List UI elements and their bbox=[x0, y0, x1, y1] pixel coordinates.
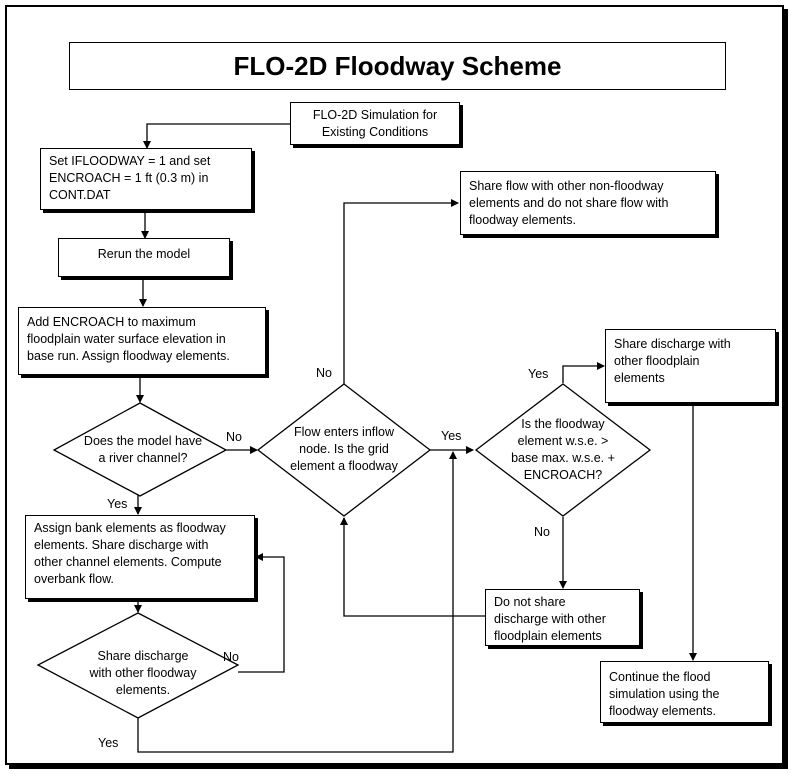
box-rerun: Rerun the model bbox=[58, 238, 230, 277]
label-flow-yes: Yes bbox=[441, 429, 462, 443]
arrow-flow-no bbox=[343, 199, 459, 384]
label-wse-yes: Yes bbox=[528, 367, 549, 381]
arrow-sim-to-set bbox=[143, 123, 290, 149]
arrow-wse-yes bbox=[562, 362, 605, 383]
box-share-flow: Share flow with other non-floodway eleme… bbox=[460, 171, 716, 235]
label-river-yes: Yes bbox=[107, 497, 128, 511]
box-assign-bank: Assign bank elements as floodway element… bbox=[25, 515, 255, 599]
decision-flow-enters bbox=[256, 383, 432, 517]
decision-wse bbox=[474, 383, 652, 517]
box-simulation: FLO-2D Simulation for Existing Condition… bbox=[290, 102, 460, 145]
decision-river-channel bbox=[52, 402, 228, 497]
arrow-share-no bbox=[238, 553, 285, 673]
label-river-no: No bbox=[226, 430, 242, 444]
decision-wse-text: Is the floodway element w.s.e. > base ma… bbox=[511, 417, 615, 482]
arrow-donotshare-back bbox=[340, 517, 485, 617]
label-flow-no: No bbox=[316, 366, 332, 380]
box-continue: Continue the flood simulation using the … bbox=[600, 661, 769, 723]
label-share-yes: Yes bbox=[98, 736, 119, 750]
decision-share-floodway-text: Share discharge with other floodway elem… bbox=[89, 649, 197, 697]
label-share-no: No bbox=[223, 650, 239, 664]
page-title: FLO-2D Floodway Scheme bbox=[69, 42, 726, 90]
box-add-encroach: Add ENCROACH to maximum floodplain water… bbox=[18, 307, 266, 375]
decision-flow-enters-text: Flow enters inflow node. Is the grid ele… bbox=[290, 425, 398, 473]
decision-share-floodway bbox=[36, 612, 240, 719]
box-do-not-share: Do not share discharge with other floodp… bbox=[485, 589, 640, 646]
box-set-ifloodway: Set IFLOODWAY = 1 and set ENCROACH = 1 f… bbox=[40, 148, 252, 210]
arrow-share-yes bbox=[137, 451, 457, 753]
decision-river-channel-text: Does the model have a river channel? bbox=[83, 434, 203, 465]
box-share-discharge-floodplain: Share discharge with other floodplain el… bbox=[605, 329, 776, 403]
label-wse-no: No bbox=[534, 525, 550, 539]
